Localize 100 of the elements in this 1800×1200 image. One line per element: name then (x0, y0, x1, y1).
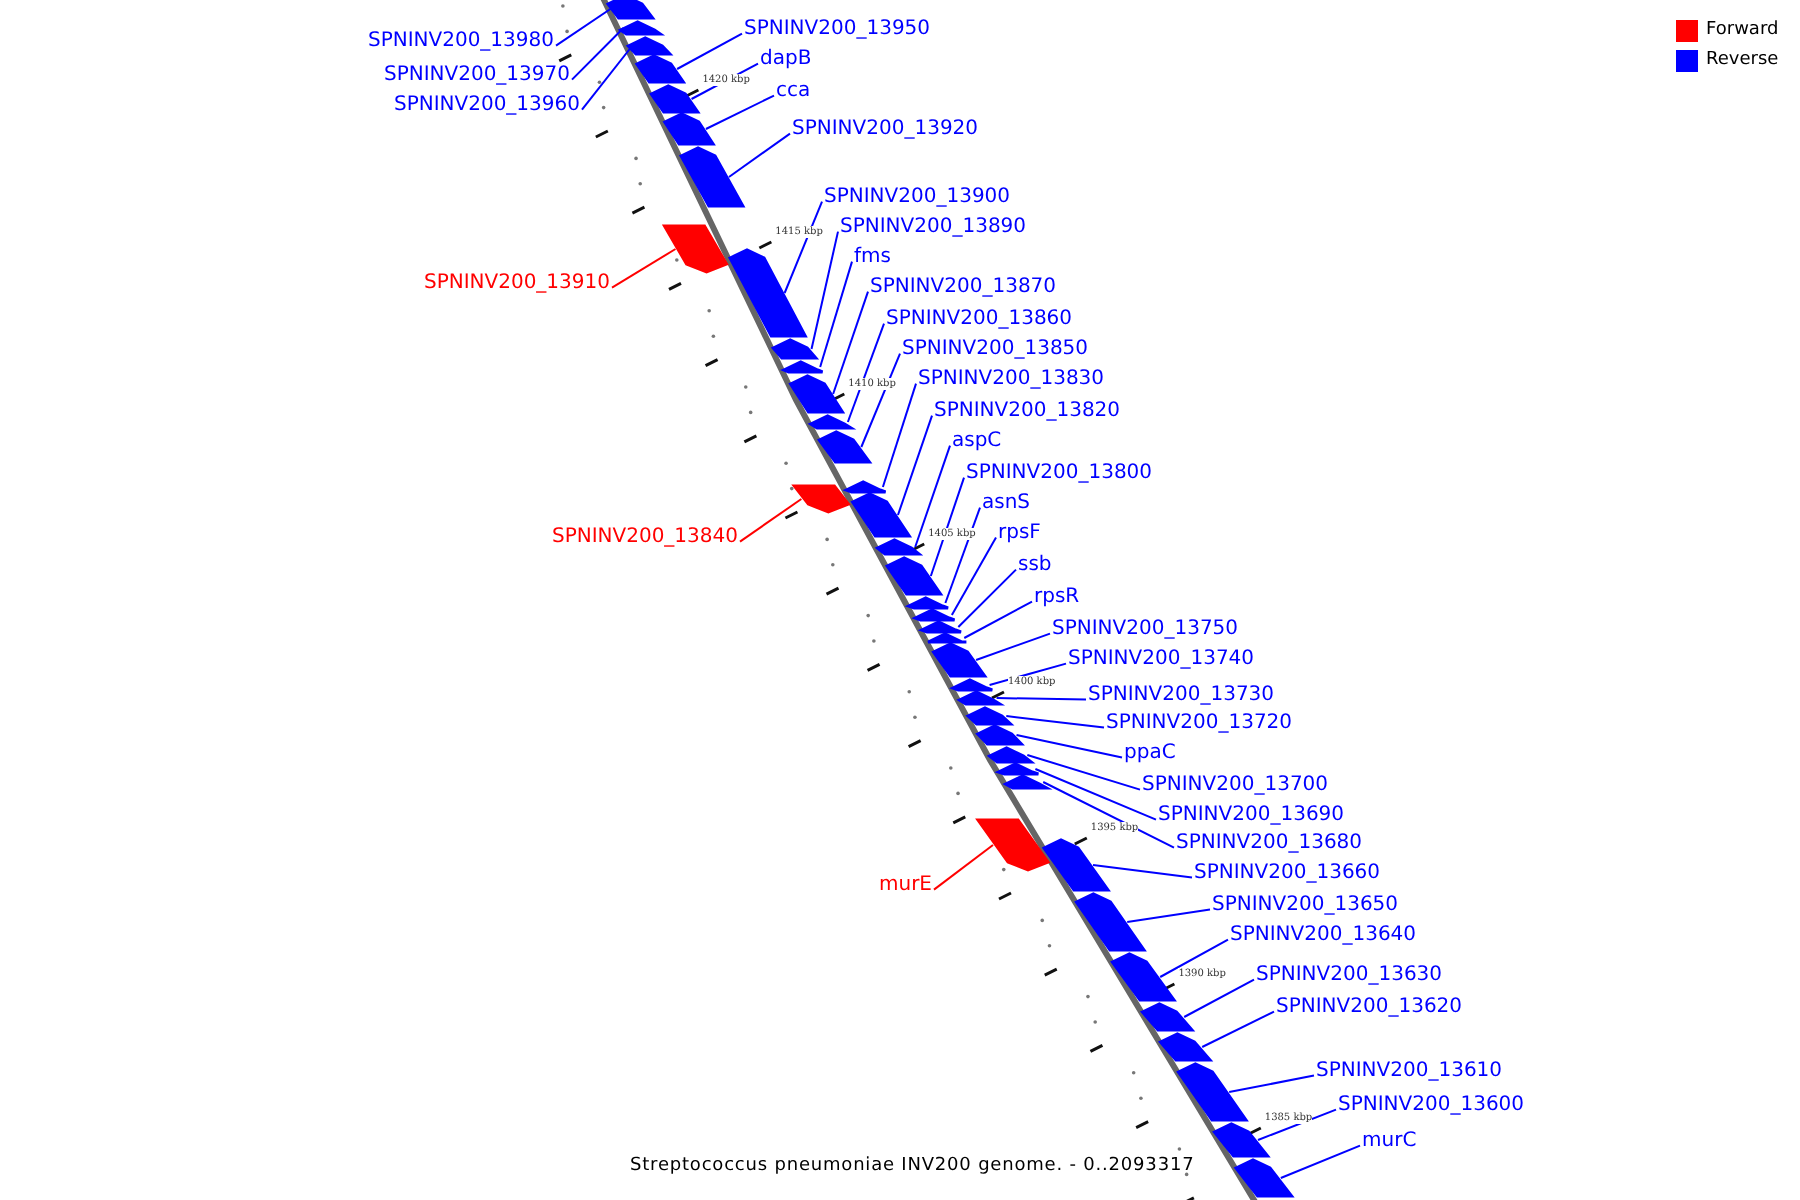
leader-line (832, 290, 869, 395)
gene-block (605, 0, 656, 20)
leader-line (783, 200, 823, 294)
gene-label: SPNINV200_13750 (1052, 618, 1239, 642)
gene-label: SPNINV200_13740 (1068, 648, 1255, 672)
gene-block (975, 818, 1051, 872)
leader-line (1279, 1144, 1361, 1179)
leader-line (995, 697, 1087, 701)
leader-line (739, 498, 803, 543)
leader-line (581, 45, 634, 111)
gene-block (617, 20, 666, 36)
gene-block (727, 248, 808, 338)
gene-label: SPNINV200_13970 (383, 64, 570, 88)
leader-line (1015, 734, 1123, 759)
leader-line (988, 662, 1067, 686)
gene-block (1157, 1032, 1214, 1062)
gene-block (662, 112, 716, 146)
leader-line (704, 94, 775, 130)
gene-block (661, 224, 729, 274)
gene-label: dapB (760, 48, 812, 72)
gene-label: SPNINV200_13690 (1158, 804, 1345, 828)
gene-label: SPNINV200_13640 (1230, 924, 1417, 948)
gene-block (911, 608, 957, 622)
gene-block (770, 338, 820, 360)
gene-label: SPNINV200_13680 (1176, 832, 1363, 856)
leader-line (944, 506, 981, 604)
gene-block (1041, 838, 1111, 892)
gene-label: SPNINV200_13830 (918, 368, 1105, 392)
gene-label: murE (878, 874, 932, 898)
gene-label: SPNINV200_13840 (551, 526, 738, 550)
gene-label: SPNINV200_13920 (792, 118, 979, 142)
gene-label: SPNINV200_13800 (966, 462, 1153, 486)
leader-line (846, 322, 885, 423)
gene-label: SPNINV200_13720 (1106, 712, 1293, 736)
leader-line (1126, 908, 1211, 923)
gene-block (1074, 892, 1147, 952)
legend-label: Reverse (1706, 50, 1779, 72)
leader-line (810, 230, 839, 350)
gene-label: SPNINV200_13870 (870, 276, 1057, 300)
gene-label: rpsR (1034, 586, 1080, 610)
gene-label: SPNINV200_13660 (1194, 862, 1381, 886)
gene-block (986, 746, 1036, 764)
leader-line (611, 248, 677, 289)
gene-block (1002, 774, 1053, 790)
leader-line (1042, 781, 1175, 849)
leader-line (1005, 715, 1105, 729)
gene-label: ssb (1018, 554, 1052, 578)
leader-line (819, 260, 853, 368)
gene-label: SPNINV200_13960 (393, 94, 580, 118)
gene-block (975, 724, 1025, 746)
leader-line (571, 27, 625, 81)
leader-line (555, 6, 615, 47)
leader-line (1159, 938, 1229, 978)
gene-block (965, 706, 1015, 726)
leader-line (881, 382, 917, 488)
leader-line (676, 32, 743, 70)
gene-label: murC (1362, 1130, 1417, 1154)
leader-line (963, 600, 1033, 639)
gene-label: SPNINV200_13730 (1088, 684, 1275, 708)
gene-block (649, 84, 701, 114)
gene-label: SPNINV200_13950 (744, 18, 931, 42)
gene-label: SPNINV200_13890 (840, 216, 1027, 240)
leader-line (727, 132, 791, 178)
gene-block (1139, 1002, 1196, 1032)
gene-block (917, 620, 963, 634)
gene-label: SPNINV200_13850 (902, 338, 1089, 362)
gene-label: SPNINV200_13630 (1256, 964, 1443, 988)
gene-label: SPNINV200_13620 (1276, 996, 1463, 1020)
gene-label: aspC (952, 430, 1002, 454)
gene-label: SPNINV200_13820 (934, 400, 1121, 424)
leader-line (1026, 754, 1141, 791)
gene-block (791, 484, 851, 514)
gene-label: SPNINV200_13700 (1142, 774, 1329, 798)
leader-line (914, 444, 951, 548)
gene-label: fms (854, 246, 891, 270)
leader-line (1257, 1108, 1337, 1141)
leader-line (957, 568, 1017, 628)
gene-label: asnS (982, 492, 1031, 516)
gene-label: SPNINV200_13650 (1212, 894, 1399, 918)
leader-line (860, 352, 901, 448)
leader-line (1183, 978, 1255, 1018)
leader-line (1092, 864, 1193, 879)
leader-line (950, 536, 997, 616)
gene-block (1212, 1122, 1271, 1158)
leader-line (975, 632, 1051, 661)
leader-line (1228, 1074, 1315, 1093)
leader-line (1034, 768, 1157, 821)
gene-block (994, 762, 1040, 776)
gene-block (625, 36, 674, 56)
gene-block (1110, 952, 1177, 1002)
caption: Streptococcus pneumoniae INV200 genome. - 0..2093317 (630, 1156, 1195, 1176)
gene-label: ppaC (1124, 742, 1176, 766)
gene-label: rpsF (998, 522, 1041, 546)
gene-block (634, 54, 687, 84)
gene-block (1233, 1158, 1295, 1198)
leader-line (1201, 1010, 1275, 1048)
leader-line (933, 844, 994, 891)
leader-line (929, 476, 965, 577)
gene-label: SPNINV200_13980 (367, 30, 554, 54)
gene-label: SPNINV200_13600 (1338, 1094, 1525, 1118)
